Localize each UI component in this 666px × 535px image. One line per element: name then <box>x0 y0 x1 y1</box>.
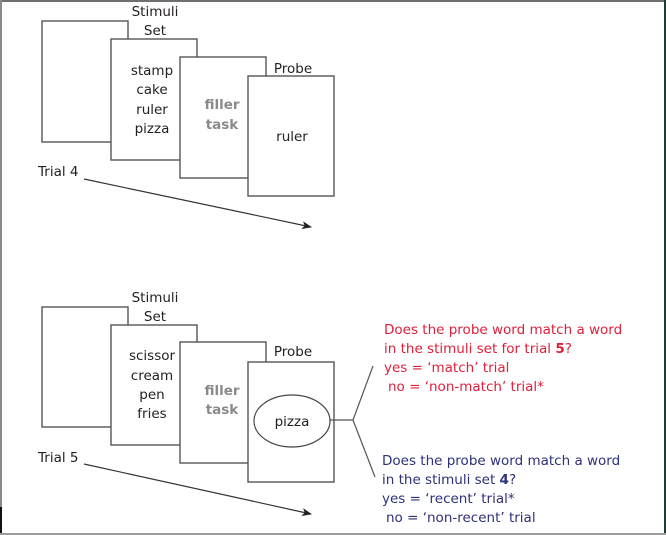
filler-task-line1: filler <box>204 383 239 399</box>
stimuli-word: fries <box>137 406 166 422</box>
frame-edge-top <box>0 0 666 2</box>
frame-edge-left-dark <box>0 507 2 535</box>
recent-question-line1: Does the probe word match a word <box>382 453 620 469</box>
recent-question: Does the probe word match a word in the … <box>382 453 620 526</box>
branch-to-recent-question <box>352 419 376 478</box>
trial-label: Trial 5 <box>37 450 78 466</box>
stimuli-word: pen <box>139 387 164 403</box>
stimuli-set-title-line2: Set <box>144 309 166 325</box>
match-question-line2-text: in the stimuli set for trial <box>384 341 555 357</box>
recent-no-answer: no = ‘non-recent’ trial <box>386 510 536 526</box>
trial-label: Trial 4 <box>37 164 78 180</box>
frame-edge-bottom <box>0 533 666 535</box>
filler-task-line1: filler <box>204 97 239 113</box>
trial-panel-5: Stimuli Set scissor cream pen fries fill… <box>37 290 376 516</box>
match-question-line2: in the stimuli set for trial 5? <box>384 341 572 357</box>
stimuli-word: scissor <box>129 348 176 364</box>
time-arrow <box>83 178 312 230</box>
probe-word: ruler <box>276 129 308 145</box>
stimuli-word: cream <box>131 368 173 384</box>
stimuli-word: ruler <box>136 102 168 118</box>
recent-question-mark: ? <box>509 472 516 488</box>
recent-question-set-number: 4 <box>500 472 509 488</box>
probe-highlight-ellipse <box>253 394 331 448</box>
match-no-answer: no = ‘non-match’ trial* <box>388 379 544 395</box>
match-question: Does the probe word match a word in the … <box>384 322 622 395</box>
stimuli-set-title-line1: Stimuli <box>132 290 179 306</box>
match-question-trial-number: 5 <box>555 341 564 357</box>
frame-edge-right <box>664 0 666 535</box>
time-arrow <box>83 463 312 516</box>
filler-task-line2: task <box>206 117 240 133</box>
stimuli-set-title-line2: Set <box>144 23 166 39</box>
probe-word: pizza <box>275 414 310 430</box>
probe-title: Probe <box>274 344 312 360</box>
stimuli-word: cake <box>136 82 167 98</box>
trial-panel-4: Stimuli Set stamp cake ruler pizza fille… <box>37 4 335 230</box>
branch-to-match-question <box>352 365 374 421</box>
probe-card <box>247 75 335 197</box>
recent-yes-answer: yes = ‘recent’ trial* <box>382 491 515 507</box>
recent-question-line2: in the stimuli set 4? <box>382 472 516 488</box>
stimuli-word: stamp <box>131 63 173 79</box>
match-yes-answer: yes = ‘match’ trial <box>384 360 509 376</box>
filler-task-line2: task <box>206 402 240 418</box>
stimuli-set-title-line1: Stimuli <box>132 4 179 20</box>
probe-title: Probe <box>274 61 312 77</box>
match-question-mark: ? <box>565 341 572 357</box>
recent-question-line2-text: in the stimuli set <box>382 472 500 488</box>
stimuli-word: pizza <box>135 121 170 137</box>
match-question-line1: Does the probe word match a word <box>384 322 622 338</box>
frame-edge-left <box>0 0 2 535</box>
